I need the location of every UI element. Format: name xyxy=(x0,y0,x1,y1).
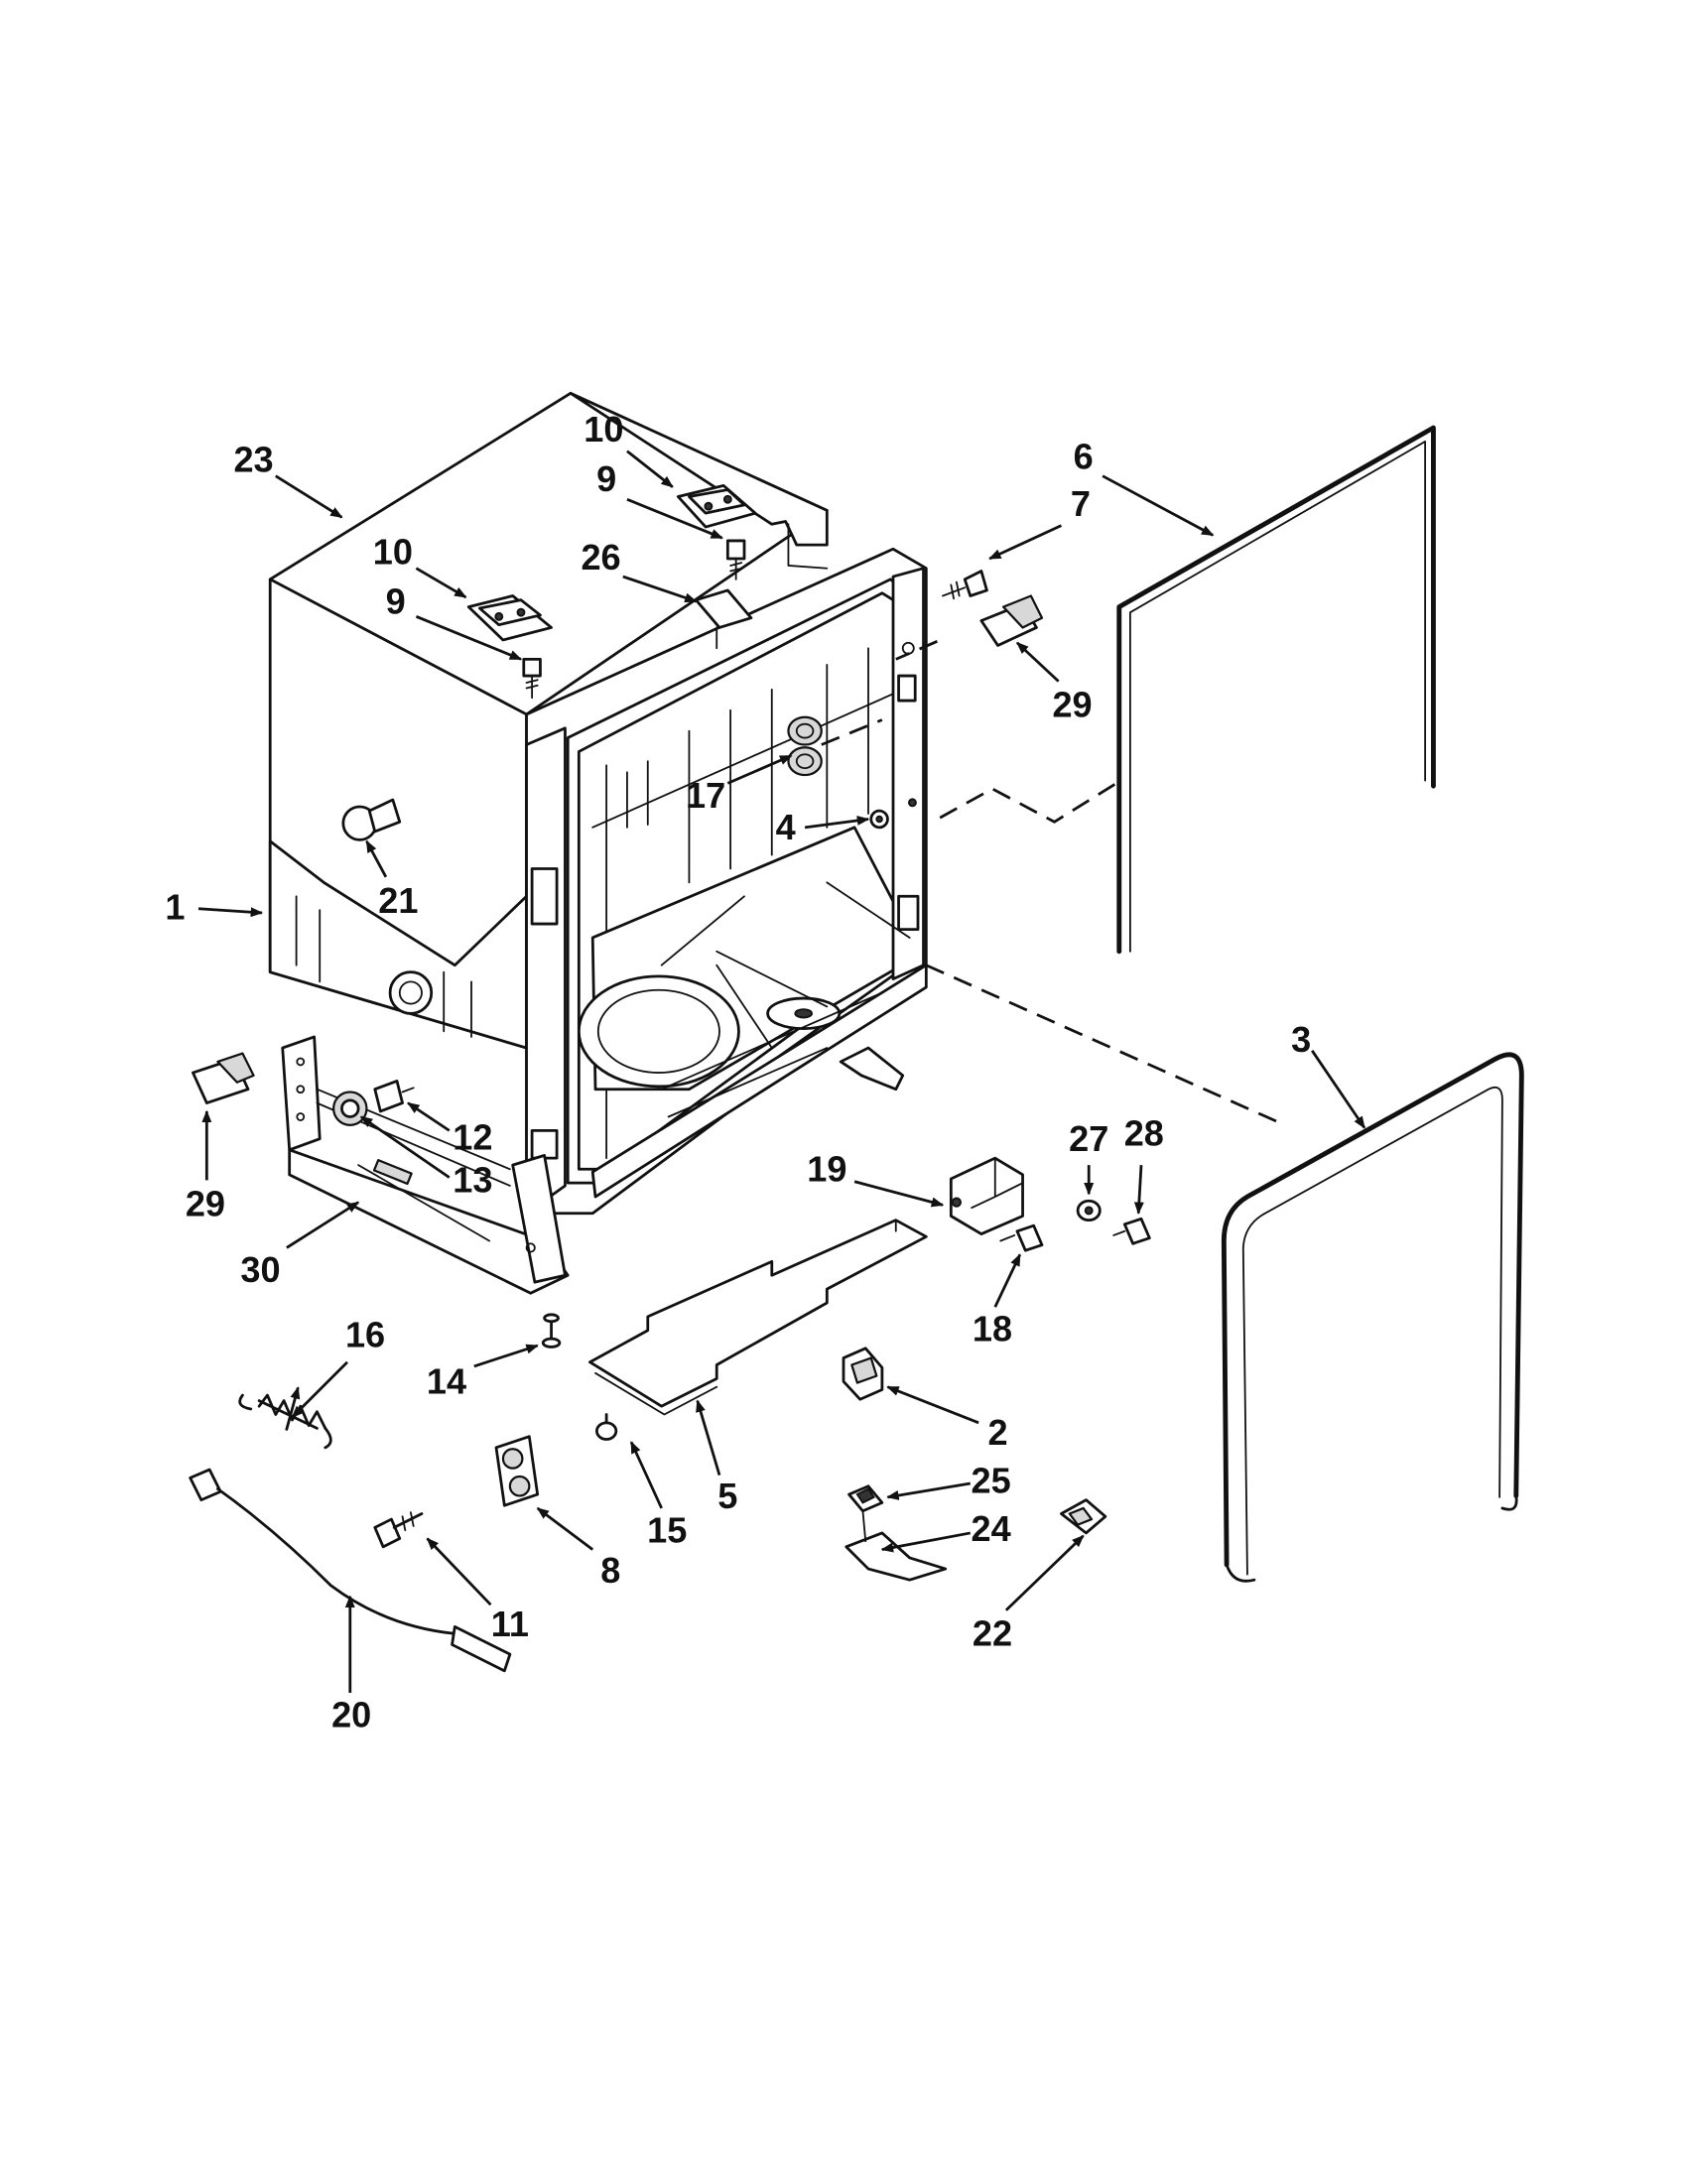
clip-29-upper xyxy=(979,594,1044,647)
vent-clip xyxy=(695,588,753,650)
callout-19: 19 xyxy=(807,1149,846,1190)
tub-gasket-lower xyxy=(1221,1052,1524,1583)
callout-5: 5 xyxy=(717,1476,737,1516)
callout-13: 13 xyxy=(453,1160,492,1201)
callout-30: 30 xyxy=(240,1249,280,1290)
callout-29-lower: 29 xyxy=(186,1183,225,1223)
callout-22: 22 xyxy=(973,1613,1012,1654)
callout-8: 8 xyxy=(600,1550,620,1591)
callout-2: 2 xyxy=(988,1412,1008,1453)
clip-22 xyxy=(1060,1498,1107,1535)
bracket-19 xyxy=(949,1156,1024,1235)
callout-25: 25 xyxy=(972,1460,1011,1500)
callout-4: 4 xyxy=(776,807,796,847)
callout-18: 18 xyxy=(973,1309,1012,1349)
wire-harness-20 xyxy=(189,1468,512,1673)
callout-21: 21 xyxy=(378,880,418,921)
callout-9-upper: 9 xyxy=(596,458,616,499)
washer-27 xyxy=(1076,1199,1102,1222)
callout-12: 12 xyxy=(453,1117,492,1158)
leg-14 xyxy=(541,1313,562,1349)
callout-3: 3 xyxy=(1291,1019,1311,1060)
bracket-24 xyxy=(844,1509,948,1582)
screw-7 xyxy=(942,570,988,600)
fitting-12 xyxy=(373,1080,415,1113)
callout-1: 1 xyxy=(165,887,185,928)
callout-24: 24 xyxy=(972,1508,1011,1549)
bearing-13 xyxy=(332,1091,368,1126)
screw-upper xyxy=(725,539,746,580)
callout-16: 16 xyxy=(345,1314,385,1354)
callout-28: 28 xyxy=(1124,1112,1164,1153)
base-frame xyxy=(281,1035,570,1295)
callout-labels: 23 10 9 10 9 26 6 7 29 17 4 21 1 3 27 28… xyxy=(165,409,1311,1735)
callout-20: 20 xyxy=(331,1695,371,1735)
tub-assembly xyxy=(268,391,928,1216)
callout-17: 17 xyxy=(686,775,725,816)
callout-11: 11 xyxy=(491,1604,529,1644)
hinge-bracket-upper xyxy=(676,483,757,529)
switch-2 xyxy=(842,1347,884,1401)
callout-10-upper: 10 xyxy=(584,409,623,450)
callout-27: 27 xyxy=(1069,1118,1108,1159)
clip-29-lower xyxy=(192,1052,255,1104)
plate-5 xyxy=(588,1219,928,1416)
callout-23: 23 xyxy=(233,439,273,479)
hinge-bracket-lower xyxy=(466,594,553,642)
callout-15: 15 xyxy=(647,1509,687,1550)
callout-29-upper: 29 xyxy=(1052,685,1092,725)
screw-11 xyxy=(373,1511,424,1549)
spring-16 xyxy=(238,1393,332,1450)
callout-7: 7 xyxy=(1071,483,1091,524)
callout-26: 26 xyxy=(581,537,620,578)
callout-9-lower: 9 xyxy=(386,580,406,621)
screw-28 xyxy=(1112,1217,1151,1245)
screw-18 xyxy=(999,1223,1044,1252)
roller-pair xyxy=(787,715,823,777)
sensor-25 xyxy=(847,1484,884,1513)
door-gasket-upper xyxy=(1116,425,1436,955)
cap-plug xyxy=(341,798,402,841)
leader-lines xyxy=(197,450,1366,1694)
callout-14: 14 xyxy=(427,1360,466,1401)
roller-block-8 xyxy=(494,1435,540,1507)
small-fastener xyxy=(869,798,917,830)
alignment-lines xyxy=(821,640,1283,1125)
callout-6: 6 xyxy=(1074,437,1094,477)
callout-10-lower: 10 xyxy=(373,531,413,572)
screw-lower xyxy=(522,658,542,700)
foot-15 xyxy=(595,1413,618,1441)
